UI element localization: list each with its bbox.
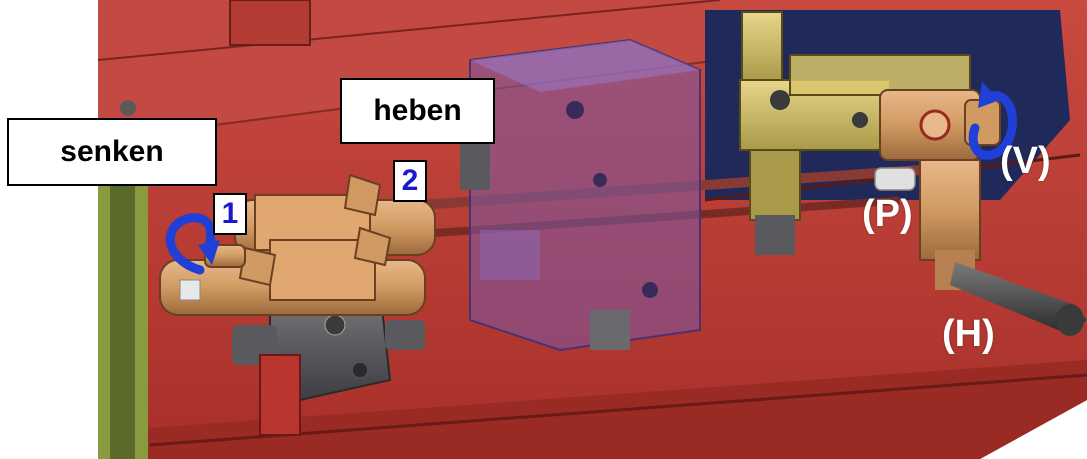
heben-label: heben [340, 78, 495, 144]
marker-1: 1 [213, 193, 247, 235]
callout-p: (P) [862, 193, 913, 235]
callout-v: (V) [1000, 140, 1051, 182]
senken-label: senken [7, 118, 217, 186]
solenoid-valve-lower [159, 226, 426, 316]
manifold-block [469, 38, 701, 352]
rotate-arrow-icon [165, 213, 220, 275]
marker-2: 2 [393, 160, 427, 202]
lever-handle [950, 262, 1087, 335]
callout-h: (H) [942, 313, 995, 355]
rotate-arrow-icon [968, 82, 1017, 160]
